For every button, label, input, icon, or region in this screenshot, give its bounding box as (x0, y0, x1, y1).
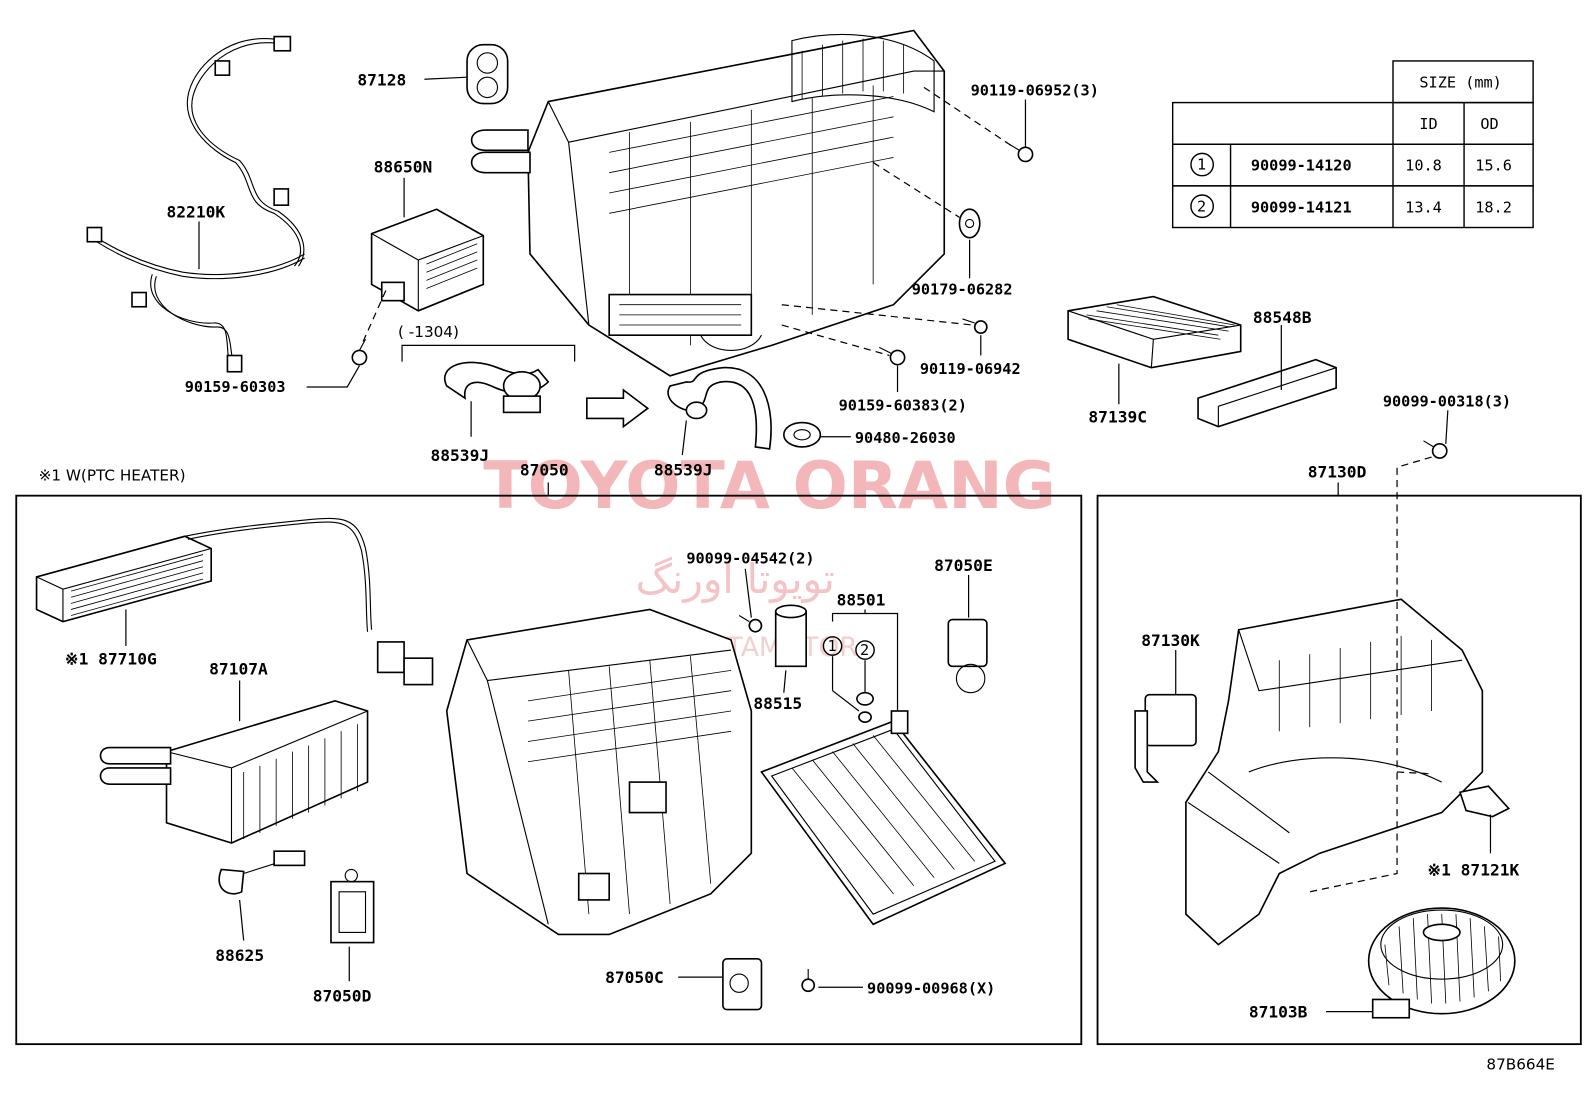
label-88539J-old: 88539J (430, 446, 489, 465)
leader-lines (125, 76, 1492, 1013)
label-87050D: 87050D (313, 986, 372, 1005)
evaporator (760, 710, 1007, 926)
size-table-od-1: 15.6 (1475, 157, 1512, 175)
size-table: SIZE (mm) ID OD 1 90099-14120 10.8 15.6 … (1171, 60, 1534, 229)
label-87050: 87050 (520, 460, 569, 479)
callout-labels: 87128 82210K 88650N 90159-60303 90119-06… (65, 70, 1520, 1021)
blower-case-illustration (1185, 598, 1484, 946)
section-note: ※1 W(PTC HEATER) (39, 466, 186, 484)
heater-core-87107A (99, 699, 369, 844)
label-87128: 87128 (357, 70, 406, 89)
label-90179-06282: 90179-06282 (912, 281, 1013, 299)
hose-88539J-new (667, 366, 772, 450)
label-90119-06952: 90119-06952(3) (971, 81, 1099, 99)
size-table-part-1: 90099-14120 (1251, 157, 1352, 175)
label-88548B: 88548B (1253, 308, 1312, 327)
wire-harness-illustration (86, 35, 305, 373)
label-90099-00318: 90099-00318(3) (1383, 392, 1511, 410)
servo-motor-87050D (330, 868, 375, 944)
size-table-mark-2: 2 (1197, 197, 1206, 215)
label-88650N: 88650N (374, 158, 433, 177)
label-87050C: 87050C (605, 968, 664, 987)
size-table-mark-1: 1 (1197, 156, 1206, 174)
label-87130D: 87130D (1308, 462, 1367, 481)
label-87710G: ※1 87710G (65, 649, 157, 668)
expansion-valve-88515 (774, 604, 807, 668)
label-90119-06942: 90119-06942 (920, 360, 1021, 378)
dashed-lines (360, 86, 1434, 893)
ring-mark-2: 2 (860, 641, 869, 659)
label-88625: 88625 (215, 946, 264, 965)
screw-90119-06942 (962, 318, 988, 334)
servo-motor-87050E (947, 618, 988, 694)
blower-section-box (1096, 494, 1582, 1046)
grommet-90480-26030 (783, 421, 822, 448)
label-90159-60383: 90159-60383(2) (839, 396, 967, 414)
blower-motor-87103B (1367, 907, 1516, 1019)
label-90159-60303: 90159-60303 (185, 378, 286, 396)
date-note: ( -1304) (398, 323, 459, 341)
label-88515: 88515 (753, 694, 802, 713)
screw-90099-00318 (1423, 440, 1448, 459)
amplifier-88650N (370, 208, 485, 312)
label-87103B: 87103B (1249, 1003, 1308, 1022)
ring-mark-1: 1 (827, 637, 836, 655)
sensor-88625 (218, 850, 306, 895)
label-87050E: 87050E (934, 556, 993, 575)
size-table-part-2: 90099-14121 (1251, 198, 1352, 216)
label-90480-26030: 90480-26030 (855, 429, 956, 447)
label-87121K: ※1 87121K (1428, 861, 1520, 880)
ptc-heater-87710G (35, 517, 434, 686)
servo-motor-87050C (722, 958, 763, 1011)
screw-90099-00968 (801, 968, 816, 993)
label-88501: 88501 (837, 590, 886, 609)
hose-88539J-old (444, 361, 550, 414)
servo-motor-87130K (1134, 693, 1197, 783)
label-82210K: 82210K (167, 202, 226, 221)
size-table-col-id: ID (1419, 115, 1437, 133)
clip-90179-06282 (958, 208, 981, 239)
watermark-persian: تویوتا اورنگ (636, 555, 835, 603)
diagram-code: 87B664E (1486, 1056, 1554, 1074)
resistor-87121K (1458, 785, 1511, 818)
label-90099-00968: 90099-00968(X) (867, 979, 995, 997)
label-87130K: 87130K (1141, 631, 1200, 650)
screw-90119-06952 (1008, 143, 1034, 163)
size-table-id-2: 13.4 (1405, 198, 1442, 216)
arrow-update (586, 388, 650, 429)
size-table-od-2: 18.2 (1475, 198, 1512, 216)
hvac-unit-main-illustration (470, 29, 946, 377)
screw-90159-60303 (351, 338, 368, 366)
label-90099-04542: 90099-04542(2) (686, 550, 814, 568)
size-table-col-od: OD (1480, 115, 1498, 133)
watermark-main: TOYOTA ORANG (483, 449, 1056, 524)
screw-90159-60383 (879, 346, 906, 366)
size-table-title: SIZE (mm) (1419, 73, 1501, 91)
label-87139C: 87139C (1088, 408, 1147, 427)
filter-cover-88548B (1197, 358, 1337, 428)
label-87107A: 87107A (209, 659, 268, 678)
label-88539J-new: 88539J (654, 460, 713, 479)
grommet-87128 (466, 43, 509, 105)
hvac-unit-lower-illustration (445, 608, 753, 936)
size-table-id-1: 10.8 (1405, 157, 1442, 175)
filter-87139C (1067, 295, 1242, 369)
screw-90099-04542 (738, 615, 763, 633)
